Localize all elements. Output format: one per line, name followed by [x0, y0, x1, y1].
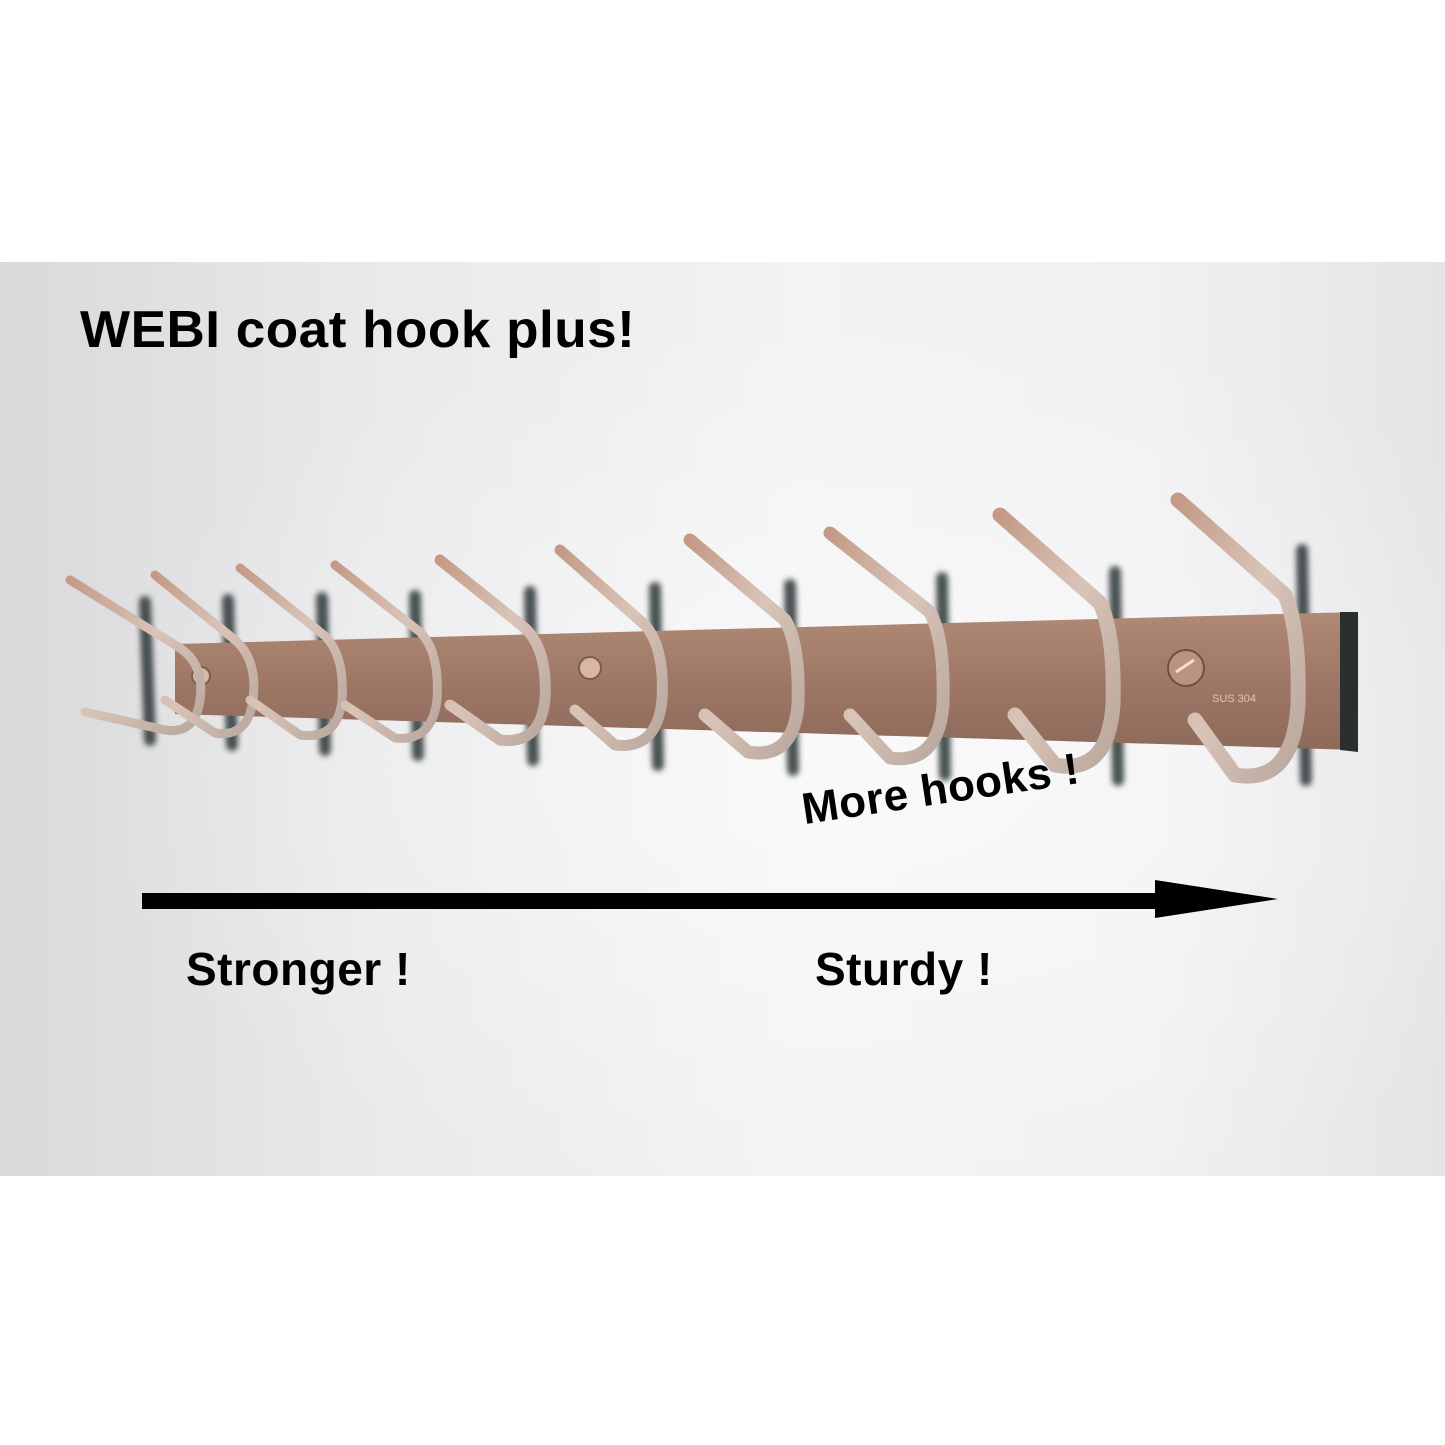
- screw-icon: [1167, 649, 1205, 687]
- image-title: WEBI coat hook plus!: [80, 301, 636, 359]
- callout-sturdy: Sturdy !: [815, 943, 993, 995]
- callout-stronger: Stronger !: [186, 943, 411, 995]
- hooks: [65, 492, 1306, 784]
- engraving: SUS 304: [1212, 693, 1256, 705]
- arrow-right-icon: [142, 880, 1278, 918]
- screw-icon: [578, 656, 602, 680]
